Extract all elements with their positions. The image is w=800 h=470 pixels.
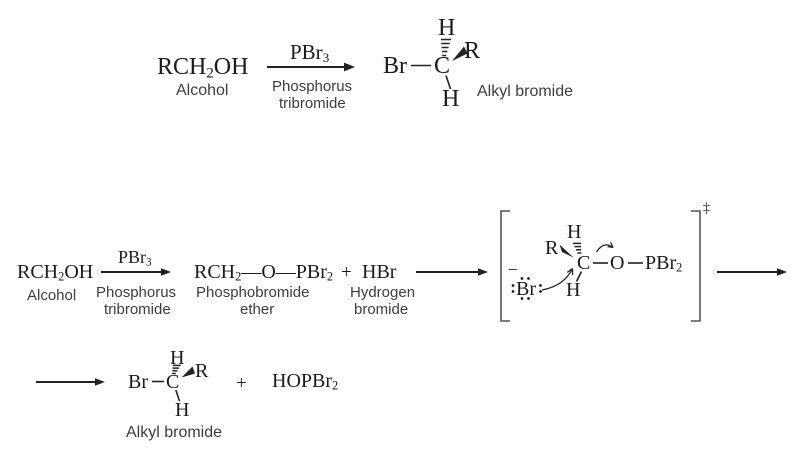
solid-wedge-c-r: [452, 46, 468, 61]
hashed-wedge-c-h-top: [573, 242, 582, 254]
row2-reaction-arrow-1: [101, 268, 171, 276]
row1-product-c-atom: C: [434, 53, 451, 79]
transition-state-bonds: [559, 242, 643, 282]
row1-product-r-group: R: [464, 38, 481, 64]
transition-state-left-bracket: [500, 210, 510, 322]
row1-reaction-arrow: [267, 62, 355, 72]
transition-state-right-bracket: [691, 210, 701, 322]
c-h-bottom-bond: [175, 389, 181, 402]
row1-condition-line1: Phosphorus: [272, 78, 353, 95]
row3-product-c-atom: C: [166, 371, 180, 393]
ts-h-top-atom: H: [567, 221, 582, 243]
hopbr2-formula: HOPBr2: [272, 370, 339, 393]
row2-arrow-reagent-pbr3: PBr3: [118, 247, 152, 269]
row3-product-r-group: R: [195, 360, 209, 382]
ether-label-line1: Phosphobromide: [196, 284, 310, 301]
row3-reaction-arrow: [36, 378, 105, 386]
hbr-label-line2: bromide: [354, 301, 409, 318]
row2-condition-line2: tribromide: [104, 301, 171, 318]
row1-product-bonds: [411, 38, 468, 90]
row2-alcohol-formula: RCH2OH: [17, 261, 94, 284]
bromide-charge: −: [508, 260, 518, 279]
row1-condition-line2: tribromide: [279, 95, 346, 112]
hashed-wedge-c-h-top: [441, 38, 451, 57]
row2-condition-line1: Phosphorus: [96, 284, 177, 301]
row1-arrow-reagent-pbr3: PBr3: [290, 40, 330, 65]
solid-wedge-c-r: [181, 366, 195, 378]
c-h-bottom-bond: [575, 271, 583, 282]
row3-plus-sign: +: [236, 373, 247, 394]
c-h-bottom-bond: [445, 75, 452, 90]
hbr-label-line1: Hydrogen: [350, 284, 416, 301]
row2-reaction-arrow-2: [416, 268, 488, 276]
row1-product-br-atom: Br: [383, 53, 407, 79]
ts-c-atom: C: [577, 252, 591, 274]
solid-wedge-r-c: [559, 244, 574, 258]
hbr-formula: HBr: [362, 261, 397, 283]
ether-formula: RCH2—O—PBr2: [194, 261, 334, 284]
bromide-lone-pairs: [511, 277, 542, 300]
electron-push-arrow-co-to-o: [595, 242, 614, 253]
row1-product-label: Alkyl bromide: [477, 83, 574, 100]
row2-plus-sign: +: [341, 262, 352, 283]
row2-reaction-arrow-3: [717, 268, 787, 276]
row3-product-label: Alkyl bromide: [126, 424, 223, 441]
row3-product-bonds: [152, 364, 195, 402]
ts-h-bottom-atom: H: [566, 279, 581, 301]
row2-alcohol-label: Alcohol: [27, 287, 77, 304]
row3-product-h-top-atom: H: [170, 347, 185, 369]
ts-pbr2-group: PBr2: [645, 252, 683, 275]
row3-product-br-atom: Br: [128, 371, 148, 393]
row1-alcohol-formula: RCH2OH: [157, 54, 249, 82]
row1-product-h-bottom-atom: H: [442, 86, 460, 112]
ether-label-line2: ether: [240, 301, 275, 318]
double-dagger: ‡: [703, 201, 710, 216]
ts-r-group: R: [545, 237, 559, 259]
electron-push-arrow-br-to-c: [541, 267, 574, 291]
row1-product-h-top-atom: H: [438, 15, 456, 41]
ts-br-atom: Br: [516, 278, 536, 300]
hashed-wedge-c-h-top: [172, 364, 181, 375]
arrowhead: [344, 62, 355, 72]
ts-o-atom: O: [610, 252, 625, 274]
row1-alcohol-label: Alcohol: [176, 82, 229, 99]
row3-product-h-bottom-atom: H: [175, 399, 190, 421]
